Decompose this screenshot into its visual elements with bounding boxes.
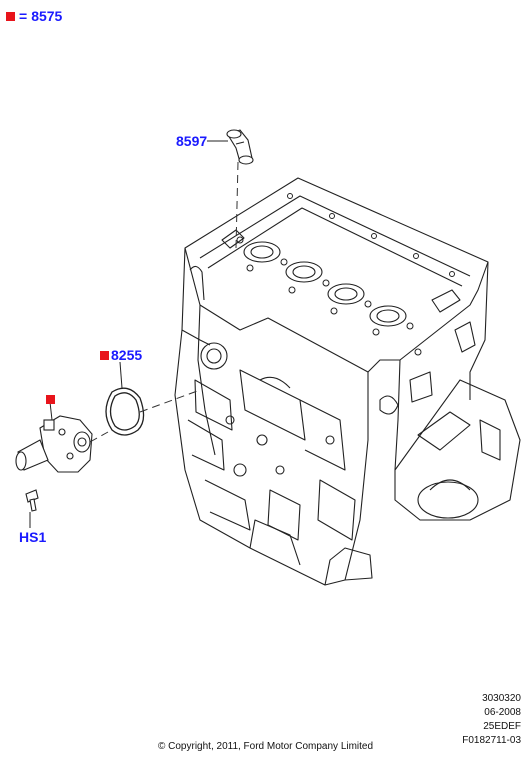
callout-8255[interactable]: 8255: [111, 347, 143, 363]
legend: = 8575: [6, 8, 62, 24]
bolt: [25, 489, 39, 512]
copyright-notice: © Copyright, 2011, Ford Motor Company Li…: [158, 741, 374, 752]
water-outlet-elbow: [226, 129, 254, 165]
red-square-icon: [100, 350, 109, 360]
code-line: 25EDEF: [483, 721, 521, 732]
legend-equals: =: [19, 8, 28, 24]
legend-part-number: 8575: [31, 8, 63, 24]
code-line: 06-2008: [484, 707, 521, 718]
callout-hs1[interactable]: HS1: [19, 529, 47, 545]
red-square-icon: [46, 395, 55, 404]
leader-lines: [29, 140, 228, 528]
callout-8255-group: 8255: [100, 348, 142, 362]
callout-8597[interactable]: 8597: [176, 133, 208, 149]
code-line: 3030320: [482, 693, 521, 704]
thermostat-housing: [15, 415, 93, 473]
thermostat-marker: [46, 391, 55, 409]
drawing-codes: 3030320 06-2008 25EDEF F0182711-03: [462, 692, 521, 748]
red-square-icon: [6, 11, 15, 21]
code-line: F0182711-03: [462, 735, 521, 746]
assembly-lines: [89, 161, 239, 443]
engine-block: [174, 177, 521, 586]
gasket: [105, 387, 145, 436]
